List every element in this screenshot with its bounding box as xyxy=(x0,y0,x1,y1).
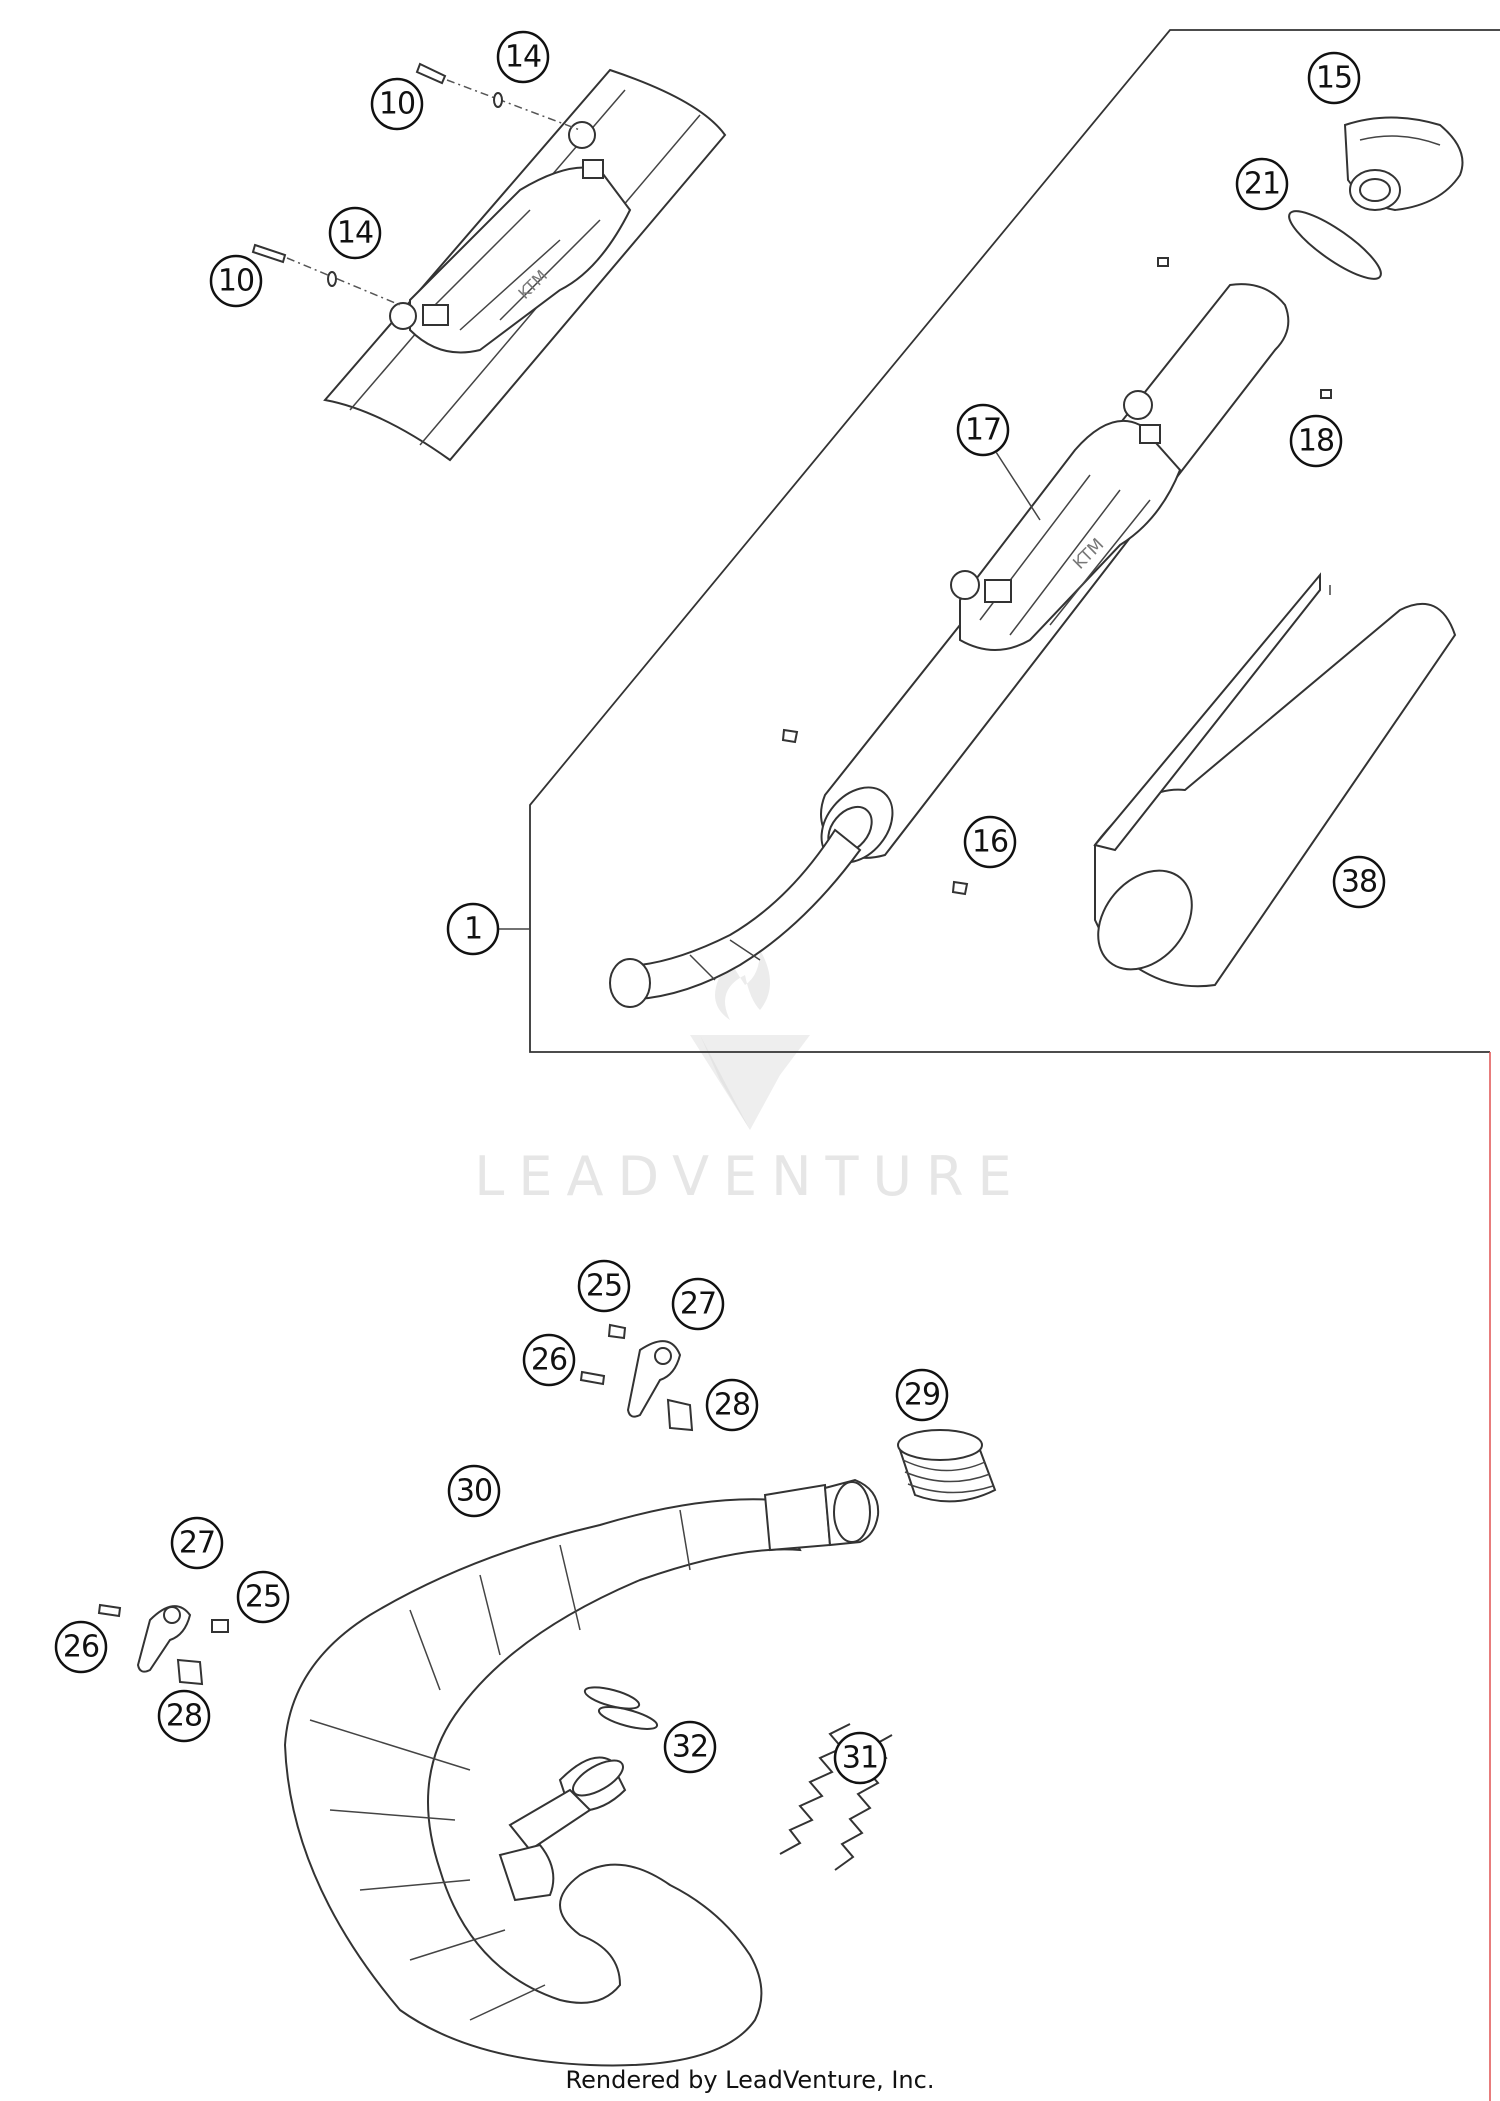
callout-14-lower[interactable]: 14 xyxy=(328,206,382,260)
callout-14-upper[interactable]: 14 xyxy=(496,30,550,84)
callout-32[interactable]: 32 xyxy=(663,1720,717,1774)
callout-30[interactable]: 30 xyxy=(447,1464,501,1518)
callout-1-label: 1 xyxy=(464,912,482,947)
callout-31-label: 31 xyxy=(842,1741,878,1776)
callout-10-upper-label: 10 xyxy=(379,87,415,122)
callout-29[interactable]: 29 xyxy=(895,1368,949,1422)
silencer-assembly: KTM xyxy=(609,116,1464,1008)
callout-1[interactable]: 1 xyxy=(446,902,500,956)
callout-31[interactable]: 31 xyxy=(833,1731,887,1785)
callout-26-upper-label: 26 xyxy=(531,1343,567,1378)
callout-18[interactable]: 18 xyxy=(1289,414,1343,468)
callout-21[interactable]: 21 xyxy=(1235,157,1289,211)
callout-25-upper[interactable]: 25 xyxy=(577,1259,631,1313)
callout-28-left[interactable]: 28 xyxy=(157,1689,211,1743)
callout-27-upper-label: 27 xyxy=(680,1287,716,1322)
callout-16[interactable]: 16 xyxy=(963,815,1017,869)
callout-32-label: 32 xyxy=(672,1730,708,1765)
callout-21-label: 21 xyxy=(1244,167,1280,202)
callout-27-left[interactable]: 27 xyxy=(170,1516,224,1570)
callout-25-upper-label: 25 xyxy=(586,1269,622,1304)
callout-15[interactable]: 15 xyxy=(1307,51,1361,105)
callout-16-label: 16 xyxy=(972,825,1008,860)
callout-17[interactable]: 17 xyxy=(956,403,1010,457)
callout-14-upper-label: 14 xyxy=(505,40,541,75)
callout-28-upper[interactable]: 28 xyxy=(705,1378,759,1432)
callout-10-lower-label: 10 xyxy=(218,264,254,299)
leadventure-watermark: LEADVENTURE xyxy=(474,950,1025,1208)
callout-27-upper[interactable]: 27 xyxy=(671,1277,725,1331)
callout-28-upper-label: 28 xyxy=(714,1388,750,1423)
callout-25-left-label: 25 xyxy=(245,1580,281,1615)
expansion-chamber-assembly xyxy=(97,1323,997,2067)
callout-17-label: 17 xyxy=(965,413,1001,448)
callout-15-label: 15 xyxy=(1316,61,1352,96)
leader-line-17 xyxy=(995,451,1041,521)
callout-25-left[interactable]: 25 xyxy=(236,1570,290,1624)
callout-26-left[interactable]: 26 xyxy=(54,1620,108,1674)
callout-18-label: 18 xyxy=(1298,424,1334,459)
callout-30-label: 30 xyxy=(456,1474,492,1509)
callout-28-left-label: 28 xyxy=(166,1699,202,1734)
callout-29-label: 29 xyxy=(904,1378,940,1413)
callout-27-left-label: 27 xyxy=(179,1526,215,1561)
callout-38-label: 38 xyxy=(1341,865,1377,900)
kit-boundary xyxy=(529,29,1500,1053)
rendered-by-footer: Rendered by LeadVenture, Inc. xyxy=(565,2066,935,2094)
callout-38[interactable]: 38 xyxy=(1332,855,1386,909)
watermark-text: LEADVENTURE xyxy=(474,1145,1025,1208)
callout-26-left-label: 26 xyxy=(63,1630,99,1665)
callout-26-upper[interactable]: 26 xyxy=(522,1333,576,1387)
callout-10-lower[interactable]: 10 xyxy=(209,254,263,308)
callout-14-lower-label: 14 xyxy=(337,216,373,251)
callout-10-upper[interactable]: 10 xyxy=(370,77,424,131)
muffler-detail-view: KTM xyxy=(251,62,727,462)
